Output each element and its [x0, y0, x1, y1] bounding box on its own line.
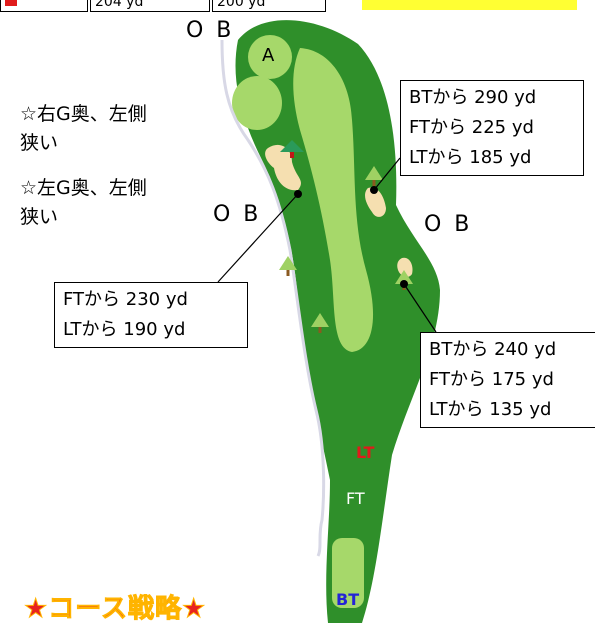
note-1-line-2: 狭い — [20, 132, 59, 154]
red-tee-swatch — [5, 0, 17, 6]
callout-upper-right: BTから 290 yd FTから 225 yd LTから 185 yd — [400, 80, 584, 176]
tree-icon — [365, 166, 383, 186]
callout-line: BTから 290 yd — [409, 87, 537, 108]
target-dot — [370, 186, 378, 194]
bunker-right-upper — [365, 187, 386, 217]
callout-left: FTから 230 yd LTから 190 yd — [54, 282, 248, 348]
note-1: ☆右G奥、左側 狭い — [20, 100, 147, 158]
tee-color-box — [0, 0, 88, 12]
ob-label-top: O B — [186, 18, 235, 43]
tree-icon — [311, 313, 329, 333]
callout-line: FTから 230 yd — [63, 289, 188, 310]
callout-line: BTから 240 yd — [429, 339, 557, 360]
ob-label-right: O B — [424, 212, 473, 237]
green-main — [232, 76, 282, 130]
bt-tee-box — [332, 538, 364, 608]
leader-line-left — [217, 193, 299, 283]
yard-box-1: 204 yd — [90, 0, 210, 12]
leader-line-lower — [403, 283, 437, 333]
tree-icon — [280, 140, 304, 158]
bunker-right-lower — [397, 257, 413, 277]
callout-line: LTから 135 yd — [429, 399, 552, 420]
callout-line: FTから 175 yd — [429, 369, 554, 390]
bunker-left — [265, 144, 302, 191]
note-2-line-1: ☆左G奥、左側 — [20, 177, 147, 199]
green-a — [248, 35, 292, 79]
tee-label-bt: BT — [336, 590, 360, 609]
tree-icon — [279, 256, 297, 276]
target-dot — [400, 280, 408, 288]
target-dot — [294, 190, 302, 198]
callout-line: LTから 190 yd — [63, 319, 186, 340]
callout-lower-right: BTから 240 yd FTから 175 yd LTから 135 yd — [420, 332, 595, 428]
tee-label-lt: LT — [356, 443, 375, 462]
fairway-upper — [293, 48, 374, 352]
callout-line: LTから 185 yd — [409, 147, 532, 168]
strategy-title: ★コース戦略★ — [23, 594, 207, 625]
note-1-line-1: ☆右G奥、左側 — [20, 103, 147, 125]
note-2: ☆左G奥、左側 狭い — [20, 174, 147, 232]
yard-box-2: 200 yd — [212, 0, 326, 12]
cart-path — [220, 39, 326, 557]
yellow-banner — [362, 0, 577, 10]
note-2-line-2: 狭い — [20, 206, 59, 228]
ob-label-left: O B — [213, 202, 262, 227]
green-marker-a: A — [262, 45, 275, 66]
leader-line-upper — [373, 157, 401, 191]
tee-label-ft: FT — [346, 489, 365, 508]
callout-line: FTから 225 yd — [409, 117, 534, 138]
